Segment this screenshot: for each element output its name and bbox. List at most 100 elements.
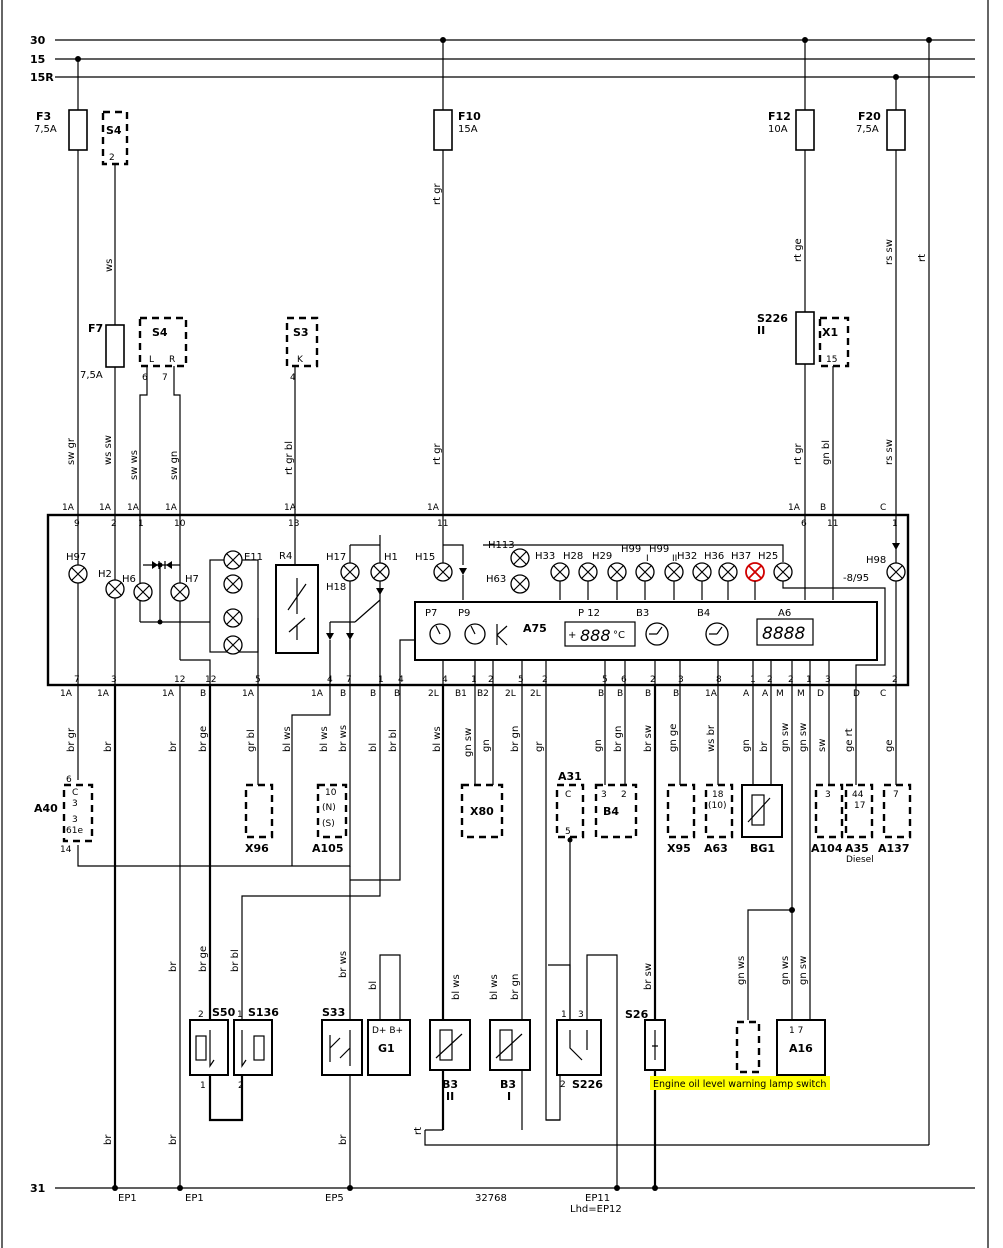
svg-text:A40: A40 xyxy=(34,802,58,815)
svg-text:F7: F7 xyxy=(88,322,103,335)
svg-text:br: br xyxy=(168,1134,179,1145)
svg-text:br ge: br ge xyxy=(198,726,209,752)
svg-text:15: 15 xyxy=(826,355,837,365)
svg-text:ws br: ws br xyxy=(706,724,717,752)
lamp-h113: H113 H63 xyxy=(486,540,530,594)
svg-text:(S): (S) xyxy=(322,819,335,829)
svg-text:-8/95: -8/95 xyxy=(843,573,869,584)
bottom-wires xyxy=(77,685,929,1188)
sensor-bg1: BG1 xyxy=(741,784,783,855)
svg-text:B3: B3 xyxy=(442,1078,458,1091)
svg-text:br sw: br sw xyxy=(643,725,654,752)
lamp-h29: H29 xyxy=(592,551,627,582)
svg-text:12: 12 xyxy=(174,675,185,685)
fuse-f20: F20 7,5A xyxy=(856,109,906,151)
switch-s4-top: S4 2 xyxy=(101,110,129,166)
svg-text:2L: 2L xyxy=(428,689,439,699)
svg-text:br gn: br gn xyxy=(510,726,521,752)
svg-text:sw gn: sw gn xyxy=(169,451,180,480)
svg-text:ge rt: ge rt xyxy=(844,728,855,752)
svg-text:A: A xyxy=(743,689,750,699)
svg-text:13: 13 xyxy=(288,519,299,529)
tooltip: Engine oil level warning lamp switch xyxy=(650,1076,830,1090)
svg-text:32768: 32768 xyxy=(475,1193,507,1204)
svg-text:G1: G1 xyxy=(378,1042,395,1055)
svg-text:5: 5 xyxy=(565,827,571,837)
switch-s50: 2 1 S50 xyxy=(189,1006,236,1091)
svg-text:17: 17 xyxy=(854,801,865,811)
svg-text:sw ws: sw ws xyxy=(129,450,140,480)
svg-text:A6: A6 xyxy=(778,608,791,619)
svg-text:S226: S226 xyxy=(757,312,788,325)
lamp-bus xyxy=(483,544,784,562)
svg-text:sw: sw xyxy=(817,739,828,752)
svg-text:4: 4 xyxy=(290,373,296,383)
svg-text:1: 1 xyxy=(378,675,384,685)
svg-text:B: B xyxy=(617,689,623,699)
svg-text:sw gr: sw gr xyxy=(66,437,77,465)
svg-text:15A: 15A xyxy=(458,124,478,135)
resistor-r4: R4 xyxy=(275,515,319,654)
svg-text:3: 3 xyxy=(72,815,78,825)
svg-text:I: I xyxy=(646,554,649,564)
svg-text:rt gr: rt gr xyxy=(793,442,804,465)
svg-text:I: I xyxy=(507,1090,511,1103)
connector-a16-dashed xyxy=(735,1020,761,1074)
p7-feed xyxy=(399,639,415,685)
svg-text:br: br xyxy=(338,1134,349,1145)
svg-text:br: br xyxy=(103,741,114,752)
svg-text:B2: B2 xyxy=(477,689,489,699)
svg-text:8: 8 xyxy=(716,675,722,685)
svg-text:L: L xyxy=(149,355,154,365)
rail-15-label: 15 xyxy=(30,53,45,66)
svg-text:44: 44 xyxy=(852,790,864,800)
svg-text:3: 3 xyxy=(825,675,831,685)
svg-text:Diesel: Diesel xyxy=(846,855,874,865)
lamp-h36: H36 xyxy=(704,551,738,582)
svg-text:S4: S4 xyxy=(106,124,122,137)
svg-text:P7: P7 xyxy=(425,608,437,619)
svg-text:Lhd=EP12: Lhd=EP12 xyxy=(570,1204,622,1215)
svg-text:H29: H29 xyxy=(592,551,612,562)
svg-text:2: 2 xyxy=(892,675,898,685)
svg-text:2L: 2L xyxy=(505,689,516,699)
svg-text:1A: 1A xyxy=(97,689,110,699)
lamp-h2: H2 xyxy=(98,515,125,685)
svg-text:EP1: EP1 xyxy=(118,1193,137,1204)
svg-text:H37: H37 xyxy=(731,551,751,562)
svg-text:12: 12 xyxy=(205,675,216,685)
svg-text:bl ws: bl ws xyxy=(451,974,462,1000)
svg-text:1A: 1A xyxy=(162,689,175,699)
svg-text:°C: °C xyxy=(613,630,625,641)
svg-text:1A: 1A xyxy=(705,689,718,699)
svg-text:H99: H99 xyxy=(649,544,669,555)
svg-text:14: 14 xyxy=(60,845,72,855)
svg-text:X95: X95 xyxy=(667,842,691,855)
svg-text:gr bl: gr bl xyxy=(246,729,257,752)
svg-text:BG1: BG1 xyxy=(750,842,775,855)
svg-text:4: 4 xyxy=(398,675,404,685)
svg-text:br bl: br bl xyxy=(230,949,241,972)
svg-text:gn bl: gn bl xyxy=(821,440,832,465)
svg-text:2: 2 xyxy=(650,675,656,685)
svg-text:H2: H2 xyxy=(98,569,112,580)
svg-text:II: II xyxy=(446,1090,454,1103)
svg-text:6: 6 xyxy=(801,519,807,529)
svg-text:1A: 1A xyxy=(788,503,801,513)
svg-text:H6: H6 xyxy=(122,574,136,585)
svg-text:P 12: P 12 xyxy=(578,608,600,619)
svg-text:H98: H98 xyxy=(866,555,886,566)
svg-text:1A: 1A xyxy=(165,503,178,513)
svg-text:A63: A63 xyxy=(704,842,728,855)
svg-text:B: B xyxy=(370,689,376,699)
svg-text:rt gr: rt gr xyxy=(432,442,443,465)
svg-text:rt gr: rt gr xyxy=(432,182,443,205)
svg-text:br: br xyxy=(168,741,179,752)
svg-text:bl ws: bl ws xyxy=(282,726,293,752)
svg-text:rt ge: rt ge xyxy=(793,238,804,262)
svg-text:2: 2 xyxy=(767,675,773,685)
svg-text:1: 1 xyxy=(471,675,477,685)
